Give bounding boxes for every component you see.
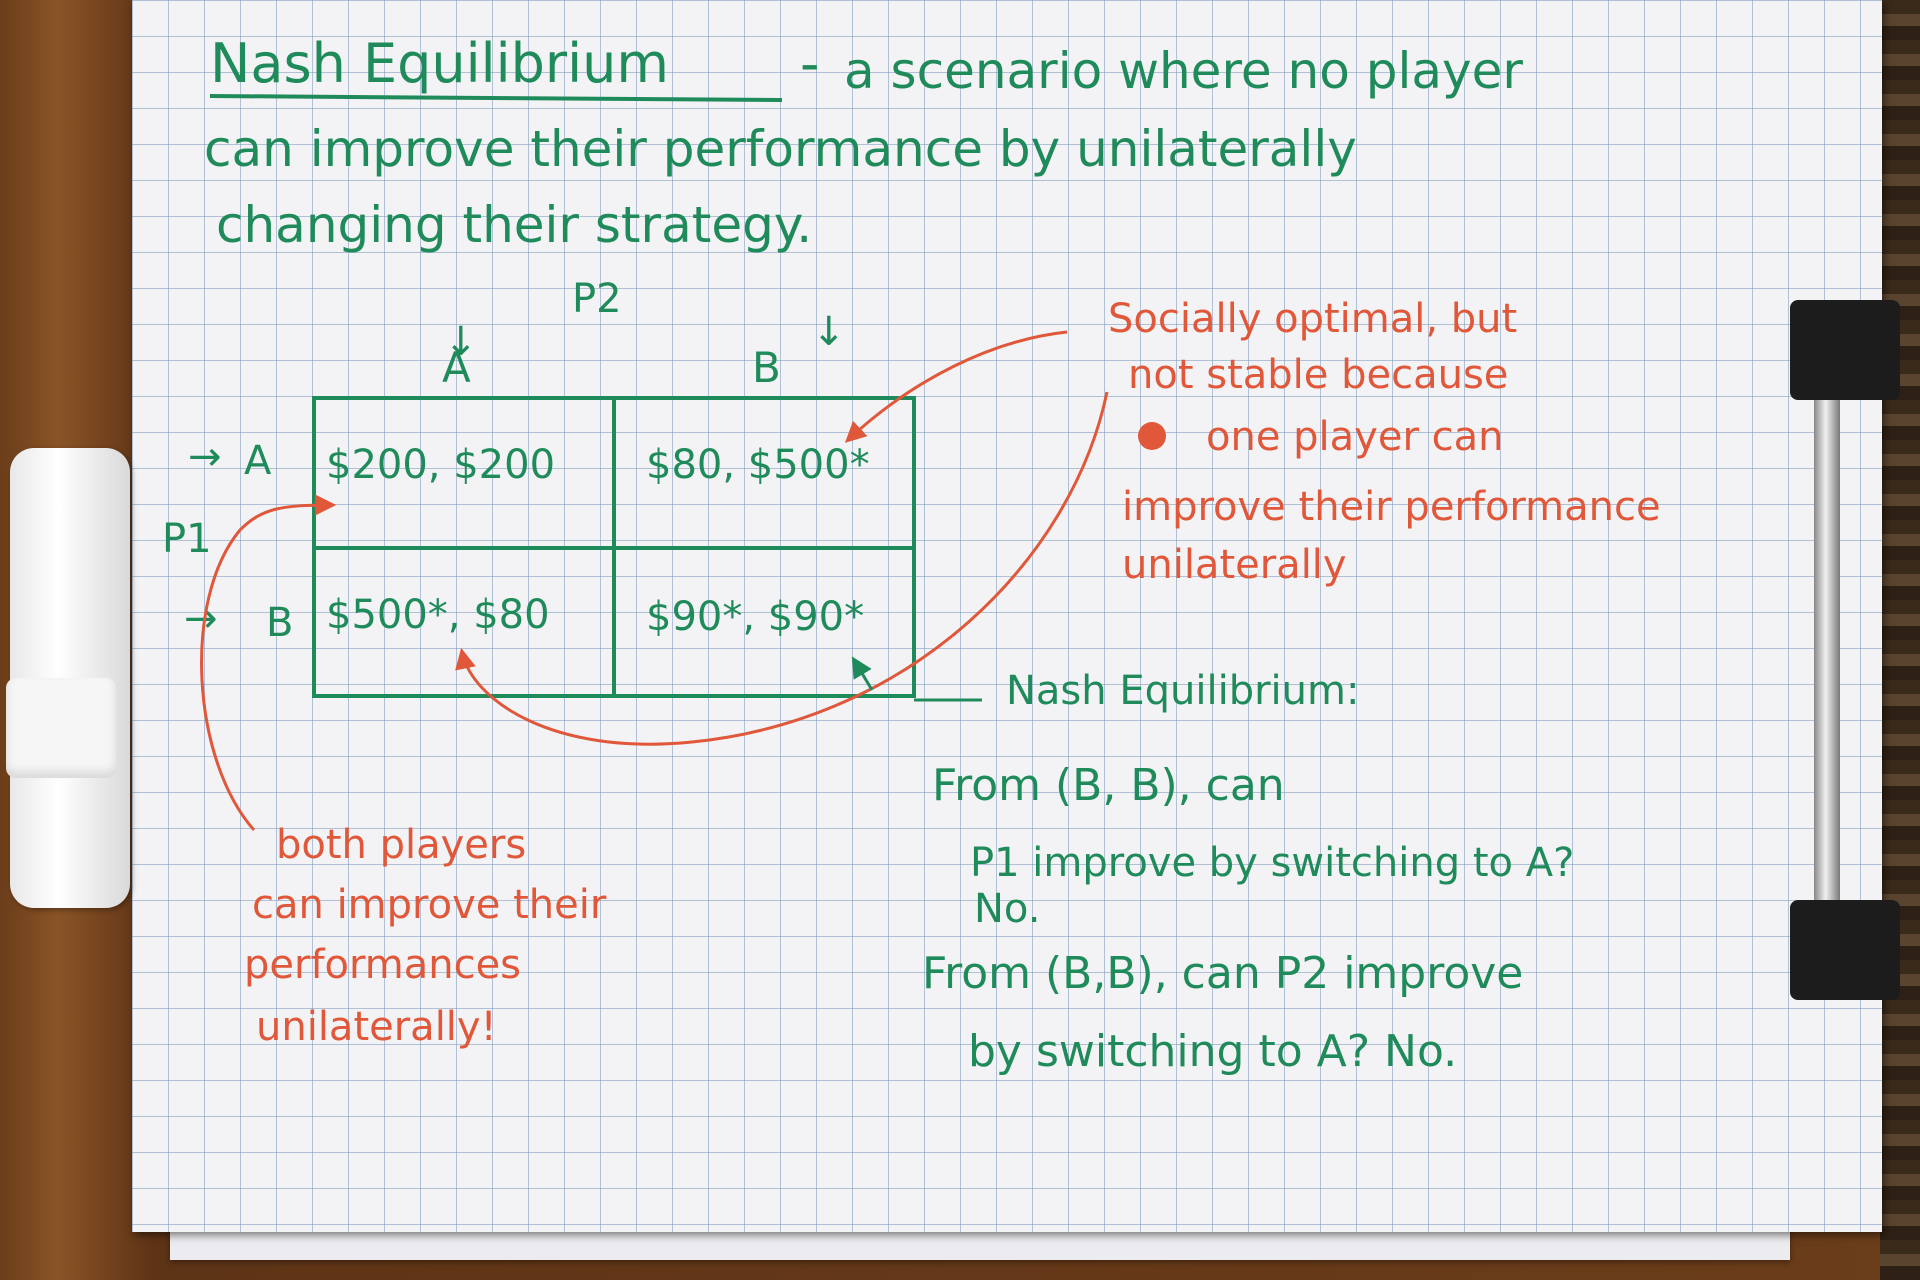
social-note-line-1: Socially optimal, but	[1108, 296, 1517, 342]
both-players-note: both players can improve their performan…	[244, 822, 607, 1050]
column-label-b: B	[752, 343, 781, 392]
arrow-to-social-cell	[844, 330, 1068, 443]
left-binder-clip	[0, 448, 140, 908]
cell-a-b: $80, $500*	[646, 442, 870, 488]
cell-b-b: $90*, $90*	[646, 594, 864, 640]
row-label-b: B	[266, 600, 293, 646]
social-note-line-3: one player can	[1206, 414, 1503, 460]
cell-b-a: $500*, $80	[326, 592, 550, 638]
term-nash-equilibrium: Nash Equilibrium	[210, 32, 669, 95]
nash-note-line-6: by switching to A? No.	[968, 1026, 1457, 1077]
social-optimum-note: Socially optimal, but not stable because…	[1108, 296, 1661, 588]
clipboard-handle	[1790, 300, 1910, 1000]
player-1-label: P1	[162, 516, 212, 562]
arrow-unilateral-switch	[455, 391, 1109, 746]
handwritten-notes: Nash Equilibrium - a scenario where no p…	[162, 32, 1661, 1077]
both-note-line-1: both players	[276, 822, 526, 868]
nash-note-line-4: No.	[974, 886, 1040, 932]
nash-note-line-2: From (B, B), can	[932, 760, 1285, 811]
column-label-a: A	[442, 343, 471, 392]
both-note-line-4: unilaterally!	[256, 1004, 497, 1050]
cell-a-a: $200, $200	[326, 442, 555, 488]
nash-note-line-5: From (B,B), can P2 improve	[922, 948, 1523, 999]
row-label-a: A	[244, 438, 272, 484]
term-underline	[209, 94, 783, 102]
player-2-label: P2	[572, 276, 622, 322]
p1-arrow-a: →	[188, 434, 222, 480]
annotation-arrows	[200, 330, 1109, 831]
p2-arrow-b: ↓	[812, 309, 846, 355]
graph-paper: Nash Equilibrium - a scenario where no p…	[132, 0, 1882, 1232]
nash-note-line-1: Nash Equilibrium:	[1006, 668, 1359, 714]
payoff-matrix: P2 P1 ↓ ↓ A B → → A B $200, $200 $80, $5…	[162, 276, 916, 698]
definition-line-2: can improve their performance by unilate…	[204, 120, 1357, 178]
definition-line-3: changing their strategy.	[216, 196, 812, 254]
social-note-line-4: improve their performance	[1122, 484, 1661, 530]
social-note-line-2: not stable because	[1128, 352, 1508, 398]
p1-arrow-b: →	[184, 596, 218, 642]
definition-line-1: a scenario where no player	[844, 42, 1523, 100]
nash-note-line-3: P1 improve by switching to A?	[970, 840, 1574, 886]
p2-arrow-a: ↓	[444, 319, 478, 365]
both-note-line-3: performances	[244, 942, 521, 988]
social-note-line-5: unilaterally	[1122, 542, 1347, 588]
arrow-both-players	[200, 494, 337, 831]
arrow-to-nash-cell	[851, 656, 874, 691]
scribble-dot	[1138, 422, 1166, 450]
term-dash: -	[800, 32, 820, 95]
both-note-line-2: can improve their	[252, 882, 607, 928]
patterned-cloth	[1880, 0, 1920, 1280]
nash-reasoning-note: Nash Equilibrium: From (B, B), can P1 im…	[914, 668, 1574, 1077]
definition-heading: Nash Equilibrium - a scenario where no p…	[204, 32, 1523, 254]
